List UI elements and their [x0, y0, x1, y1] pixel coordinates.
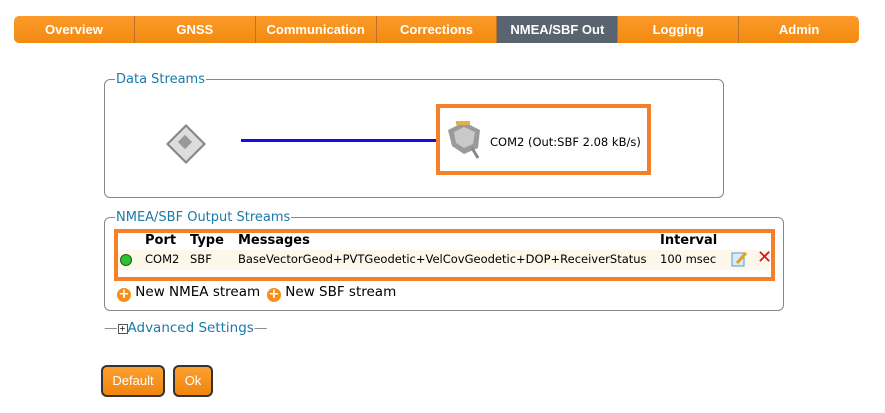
- row-type: SBF: [190, 252, 212, 266]
- tab-corrections[interactable]: Corrections: [377, 16, 498, 43]
- tab-logging[interactable]: Logging: [618, 16, 740, 43]
- ok-button[interactable]: Ok: [173, 365, 213, 397]
- row-port: COM2: [145, 252, 180, 266]
- row-messages: BaseVectorGeod+PVTGeodetic+VelCovGeodeti…: [238, 252, 647, 266]
- new-nmea-stream-link[interactable]: + New NMEA stream: [117, 284, 260, 302]
- data-streams-panel: Data Streams: [104, 72, 724, 198]
- edit-icon[interactable]: [731, 251, 747, 267]
- tab-nmea-sbf-out[interactable]: NMEA/SBF Out: [497, 16, 619, 43]
- header-interval: Interval: [660, 233, 718, 248]
- main-tabs: Overview GNSS Communication Corrections …: [14, 16, 859, 43]
- plus-icon: +: [267, 287, 281, 302]
- com2-label: COM2 (Out:SBF 2.08 kB/s): [490, 135, 641, 149]
- data-streams-legend: Data Streams: [116, 72, 205, 87]
- header-type: Type: [190, 233, 224, 248]
- expand-icon: +: [117, 324, 128, 334]
- receiver-chip-icon: [166, 124, 206, 164]
- plus-icon: +: [117, 287, 131, 302]
- com2-highlight[interactable]: [436, 104, 651, 175]
- tab-overview[interactable]: Overview: [14, 16, 135, 43]
- status-active-icon: [120, 254, 132, 266]
- output-streams-legend: NMEA/SBF Output Streams: [116, 210, 291, 225]
- advanced-settings-label: Advanced Settings: [127, 320, 254, 336]
- new-sbf-stream-link[interactable]: + New SBF stream: [267, 284, 396, 302]
- new-sbf-label: New SBF stream: [285, 284, 397, 300]
- output-streams-panel: NMEA/SBF Output Streams: [104, 210, 784, 311]
- stream-line: [241, 139, 438, 142]
- tab-gnss[interactable]: GNSS: [135, 16, 256, 43]
- delete-icon[interactable]: ✕: [757, 247, 773, 268]
- header-messages: Messages: [238, 233, 310, 248]
- header-port: Port: [145, 233, 177, 248]
- serial-port-icon: [448, 121, 480, 159]
- tab-communication[interactable]: Communication: [256, 16, 377, 43]
- streams-table-highlight: [114, 229, 775, 281]
- table-row: [118, 250, 770, 270]
- advanced-settings-toggle[interactable]: —+Advanced Settings—: [104, 320, 268, 336]
- default-button[interactable]: Default: [101, 365, 165, 397]
- new-nmea-label: New NMEA stream: [135, 284, 261, 300]
- row-interval: 100 msec: [660, 252, 717, 266]
- tab-admin[interactable]: Admin: [778, 22, 820, 37]
